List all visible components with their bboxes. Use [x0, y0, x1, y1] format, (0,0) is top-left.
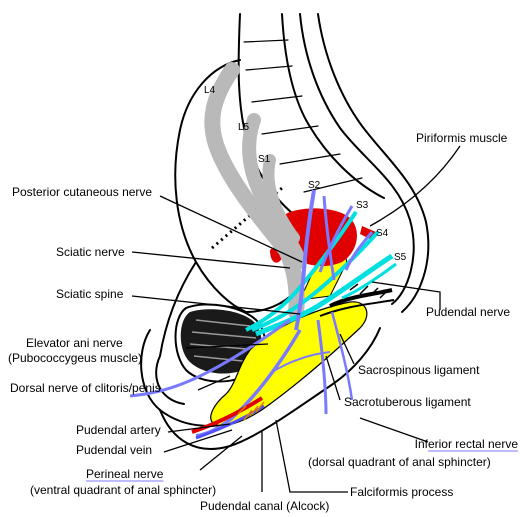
pudendal-nerve-roots: [245, 210, 397, 337]
vertebra-label-s4: S4: [376, 228, 389, 239]
leader-inferior-rectal: [359, 417, 429, 443]
label-sacrospinous-ligament: Sacrospinous ligament: [358, 363, 480, 377]
label-dorsal-quadrant: (dorsal quadrant of anal sphincter): [308, 455, 491, 469]
leader-dorsal-nerve: [197, 375, 231, 391]
vertebra-label-s5: S5: [394, 252, 407, 263]
sciatic-nerve-trunk: [204, 62, 307, 320]
leader-pudendal-artery: [167, 423, 231, 433]
label-perineal-nerve: Perineal nerve: [86, 467, 164, 481]
leader-lines: [131, 145, 461, 493]
label-pubococcygeus-muscle: (Pubococcygeus muscle): [8, 351, 142, 365]
leader-falciformis: [275, 419, 348, 493]
leader-pudendal-vein: [163, 429, 233, 453]
label-ventral-quadrant: (ventral quadrant of anal sphincter): [30, 483, 216, 497]
label-sacrotuberous-ligament: Sacrotuberous ligament: [344, 395, 471, 409]
label-sciatic-spine: Sciatic spine: [56, 287, 124, 301]
leader-perineal-nerve: [199, 435, 243, 471]
vertebra-label-s3: S3: [356, 200, 369, 211]
label-falciformis-process: Falciformis process: [350, 485, 453, 499]
label-pudendal-artery: Pudendal artery: [76, 423, 161, 437]
label-elevator-ani-nerve: Elevator ani nerve: [26, 336, 123, 350]
label-pudendal-vein: Pudendal vein: [76, 443, 152, 457]
leader-sacrospinous: [339, 333, 355, 365]
vertebra-labels: L4 L5 S1 S2 S3 S4 S5: [204, 85, 407, 263]
structure-labels: Piriformis muscle Posterior cutaneous ne…: [8, 131, 518, 513]
label-posterior-cutaneous-nerve: Posterior cutaneous nerve: [12, 185, 152, 199]
leader-posterior-cutaneous: [159, 195, 303, 263]
label-pudendal-canal: Pudendal canal (Alcock): [200, 499, 329, 513]
vertebra-label-l4: L4: [204, 85, 216, 96]
leader-sciatic-nerve: [131, 251, 291, 269]
leader-elevator-ani: [185, 343, 269, 349]
leader-sacrotuberous: [325, 355, 341, 401]
label-sciatic-nerve: Sciatic nerve: [56, 245, 125, 259]
label-piriformis-muscle: Piriformis muscle: [416, 131, 508, 145]
sacral-ligaments: [319, 283, 395, 317]
leader-sciatic-spine: [131, 295, 301, 315]
leader-pudendal-nerve: [371, 281, 441, 310]
leader-piriformis: [369, 145, 461, 227]
label-pudendal-nerve: Pudendal nerve: [426, 305, 510, 319]
vertebra-label-s2: S2: [308, 180, 321, 191]
label-inferior-rectal-nerve: Inferior rectal nerve: [415, 437, 519, 451]
vertebra-label-s1: S1: [258, 154, 271, 165]
elevator-ani-muscle: [180, 309, 262, 374]
label-dorsal-nerve: Dorsal nerve of clitoris/penis: [10, 381, 161, 395]
vertebra-label-l5: L5: [238, 122, 250, 133]
